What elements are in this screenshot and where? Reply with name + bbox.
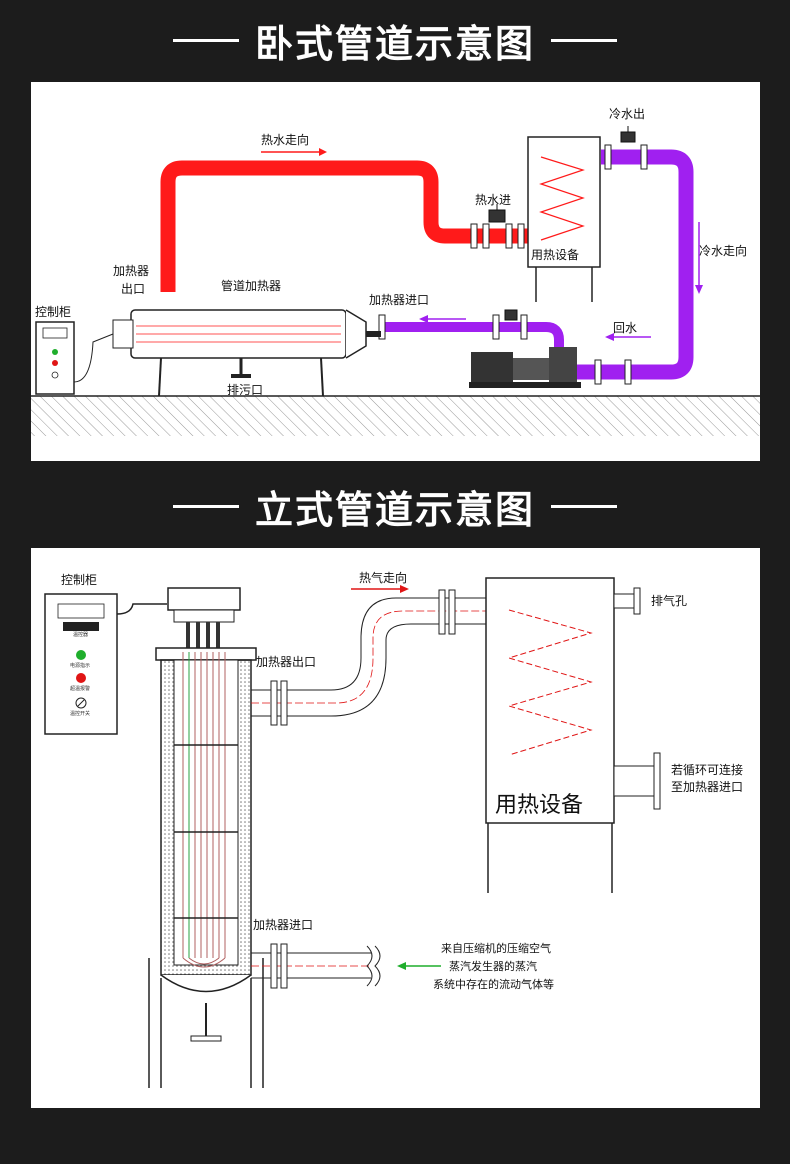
- pump-motor: [471, 352, 513, 382]
- terminal-posts: [186, 622, 220, 652]
- heater-end-cap: [345, 309, 367, 359]
- hot-water-in-label: 热水进: [475, 193, 511, 207]
- switch-icon-mark: [77, 699, 85, 707]
- cabinet-cable: [73, 333, 114, 383]
- vessel-top-flange: [155, 647, 257, 661]
- cabinet-display: [57, 603, 105, 619]
- vertical-diagram-panel: 温控器 电源指示 超温报警 温控开关: [31, 548, 760, 1108]
- pump-base: [469, 382, 581, 388]
- heater-outlet-label-1: 加热器: [113, 264, 149, 278]
- heater-leg-right: [320, 357, 324, 397]
- horizontal-heading-title: 卧式管道示意图: [254, 21, 535, 66]
- vertical-heading: 立式管道示意图: [0, 476, 790, 536]
- outlet-pipe-centerline: [251, 610, 486, 704]
- drain-flange: [190, 1035, 222, 1042]
- red-lamp-icon: [52, 360, 58, 366]
- return-pipe: [381, 322, 564, 357]
- hot-air-direction-label: 热气走向: [359, 570, 407, 585]
- drain-outlet-label: 排污口: [227, 383, 263, 397]
- pipe-flanges: [378, 144, 648, 385]
- cold-water-pipe: [576, 149, 694, 380]
- heating-equipment-box: [485, 577, 615, 824]
- control-cabinet-label: 控制柜: [35, 305, 71, 319]
- alarm-lamp-label: 超温报警: [70, 685, 90, 692]
- heater-leg-left: [158, 357, 162, 397]
- power-lamp-icon: [76, 650, 86, 660]
- baffle-plates: [174, 744, 238, 919]
- green-lamp-icon: [52, 349, 58, 355]
- alarm-lamp-icon: [76, 673, 86, 683]
- cold-water-out-label: 冷水出: [609, 107, 645, 121]
- junction-box-base: [173, 609, 235, 623]
- outlet-flange-2: [280, 680, 288, 726]
- vertical-heading-title: 立式管道示意图: [254, 487, 535, 532]
- return-water-label: 回水: [613, 321, 637, 335]
- inlet-break-mark-2: [374, 945, 381, 987]
- heading-rule-left: [172, 38, 239, 42]
- inlet-flange-1: [270, 943, 278, 989]
- vertical-diagram: 温控器 电源指示 超温报警 温控开关: [44, 570, 743, 1088]
- inlet-direction-arrowhead: [419, 315, 428, 323]
- pump-body: [549, 347, 577, 383]
- heating-equipment-box: [527, 136, 601, 268]
- cold-direction-arrowhead: [695, 285, 703, 294]
- heater-inlet-label: 加热器进口: [369, 293, 429, 307]
- heading-rule-right: [551, 38, 617, 42]
- heater-flange: [112, 319, 134, 349]
- vessel-inner: [173, 659, 239, 966]
- pump-coupling: [513, 358, 549, 380]
- equipment-coil: [539, 156, 585, 241]
- control-cabinet-label: 控制柜: [61, 573, 97, 587]
- horizontal-diagram: 用热设备 热水走向: [31, 107, 760, 436]
- return-direction-arrowhead: [605, 333, 614, 341]
- circulation-label-2: 至加热器进口: [671, 780, 743, 794]
- inlet-break-mark-1: [366, 945, 373, 987]
- circulation-flange: [653, 752, 661, 810]
- heater-outlet-label: 加热器出口: [256, 655, 316, 669]
- heating-equipment-label: 用热设备: [531, 248, 579, 262]
- power-lamp-label: 电源指示: [70, 662, 90, 669]
- vent-hole-label: 排气孔: [651, 593, 687, 608]
- drain-flange: [231, 374, 251, 378]
- source-label-2: 蒸汽发生器的蒸汽: [449, 959, 537, 973]
- outlet-flange-3: [438, 589, 446, 635]
- hot-water-direction-label: 热水走向: [261, 132, 309, 147]
- outlet-pipe-lower-edge: [251, 623, 486, 717]
- switch-label: 温控开关: [70, 710, 90, 717]
- heater-outlet-label-2: 出口: [121, 282, 145, 296]
- vent-flange: [633, 587, 641, 615]
- heating-equipment-label: 用热设备: [495, 793, 583, 818]
- outlet-pipe-upper-edge: [251, 597, 486, 691]
- source-label-1: 来自压缩机的压缩空气: [441, 941, 551, 955]
- outlet-flange-1: [270, 680, 278, 726]
- ground-hatch: [31, 396, 760, 436]
- heading-rule-left: [172, 504, 239, 508]
- cabinet-cable: [116, 603, 167, 615]
- horizontal-heading: 卧式管道示意图: [0, 10, 790, 70]
- inflow-arrowhead: [397, 962, 406, 970]
- outlet-flange-4: [448, 589, 456, 635]
- source-label-3: 系统中存在的流动气体等: [433, 977, 554, 991]
- pipe-heater-label: 管道加热器: [221, 278, 281, 293]
- hot-direction-arrowhead: [319, 148, 327, 156]
- heating-elements: [182, 652, 226, 968]
- heading-rule-right: [551, 504, 617, 508]
- hot-water-pipe: [160, 160, 531, 292]
- cabinet-display-text: 温控器: [73, 631, 88, 638]
- circulation-pipe: [613, 765, 655, 797]
- valves: [488, 126, 636, 321]
- circulation-label-1: 若循环可连接: [671, 762, 743, 777]
- vessel-bottom: [160, 974, 252, 993]
- switch-icon: [51, 371, 59, 379]
- heater-inlet-label: 加热器进口: [253, 918, 313, 932]
- hot-air-arrowhead: [400, 585, 409, 593]
- cabinet-display: [42, 327, 68, 339]
- cabinet-display-label-bg: [63, 622, 99, 631]
- horizontal-diagram-panel: 用热设备 热水走向: [31, 82, 760, 461]
- inlet-flange-2: [280, 943, 288, 989]
- junction-box: [167, 587, 241, 611]
- cold-water-direction-label: 冷水走向: [699, 243, 747, 258]
- equipment-coil: [507, 609, 593, 756]
